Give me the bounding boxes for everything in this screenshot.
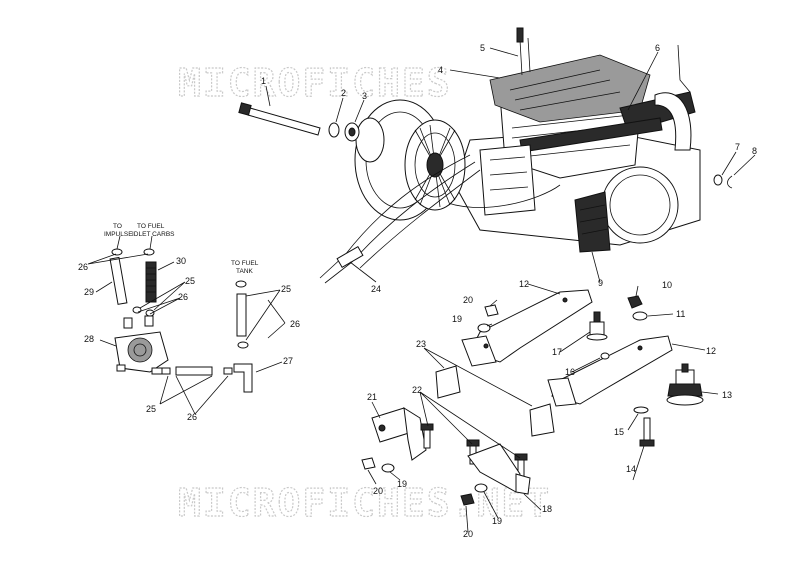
label-to-fuel-idlet-line2: IDLET CARBS [132, 231, 175, 238]
callout-19-left: 19 [397, 479, 407, 489]
part-7-nut [713, 174, 723, 186]
part-25-hose [175, 366, 213, 376]
callout-24: 24 [371, 284, 381, 294]
callout-29: 29 [84, 287, 94, 297]
part-30-ribbed-hose [145, 261, 157, 303]
callout-8: 8 [752, 146, 757, 156]
clamp-26-a [111, 248, 123, 256]
callout-12-lower: 12 [706, 346, 716, 356]
callout-26-top: 26 [78, 262, 88, 272]
part-19-washer-left [381, 463, 395, 473]
callout-20-upper: 20 [463, 295, 473, 305]
callout-5: 5 [480, 43, 485, 53]
part-10-nut [627, 295, 643, 309]
part-13-rubber-mount [666, 363, 704, 406]
part-2-washer [328, 122, 340, 138]
part-14-bolt [639, 417, 655, 447]
callout-21: 21 [367, 392, 377, 402]
callout-1: 1 [261, 76, 266, 86]
part-6-rod [677, 44, 691, 93]
fuel-lines [319, 154, 481, 284]
clamp-25-a [132, 306, 142, 314]
label-to-fuel-tank-line1: TO FUEL [231, 260, 259, 267]
part-15-washer [633, 406, 649, 414]
part-23-bracket-right [529, 403, 555, 437]
callout-18: 18 [542, 504, 552, 514]
callout-30: 30 [176, 256, 186, 266]
label-to-fuel-tank-line2: TANK [236, 268, 254, 275]
callout-22: 22 [412, 385, 422, 395]
part-1-bolt [238, 102, 321, 136]
part-20-nut-bottom [460, 493, 475, 506]
label-to-impulse-line2: IMPULSE [104, 231, 133, 238]
callout-25-tank: 25 [281, 284, 291, 294]
part-20-nut-left [361, 457, 376, 470]
callout-28: 28 [84, 334, 94, 344]
part-25-tank-hose [236, 293, 247, 337]
watermark-bottom: MICROFICHES.NET [178, 481, 551, 525]
clamp-26-b [143, 248, 155, 256]
callout-15: 15 [614, 427, 624, 437]
leader-lines [87, 47, 756, 533]
part-16-nut [600, 352, 610, 360]
callout-11: 11 [676, 309, 685, 319]
part-11-washer [632, 311, 648, 321]
part-19-washer-bottom [474, 483, 488, 493]
callout-25-hose: 25 [146, 404, 156, 414]
callout-20-bottom: 20 [463, 529, 473, 539]
callout-17: 17 [552, 347, 562, 357]
callout-13: 13 [722, 390, 732, 400]
watermark-top: MICROFICHES [178, 61, 452, 105]
clamp-25-b [145, 309, 155, 317]
part-27-elbow-fitting [233, 363, 253, 393]
callout-10: 10 [662, 280, 672, 290]
callout-16: 16 [565, 367, 575, 377]
callout-9: 9 [598, 278, 603, 288]
part-17-rubber-mount [586, 311, 608, 341]
callout-26-tank: 26 [290, 319, 300, 329]
label-to-fuel-idlet-line1: TO FUEL [137, 223, 165, 230]
label-to-impulse-line1: TO [113, 223, 122, 230]
callout-4: 4 [438, 65, 443, 75]
part-23-bracket-left [435, 365, 461, 399]
callout-27: 27 [283, 356, 293, 366]
callout-6: 6 [655, 43, 660, 53]
callout-14: 14 [626, 464, 636, 474]
callout-numbers: 1 2 3 4 5 6 7 8 9 10 11 12 12 13 14 15 1… [78, 43, 757, 539]
callout-26-hose: 26 [187, 412, 197, 422]
part-20-nut-upper [484, 304, 499, 317]
callout-20-left: 20 [373, 486, 383, 496]
callout-19-bottom: 19 [492, 516, 502, 526]
fuel-pump-assembly [114, 315, 169, 375]
callout-23: 23 [416, 339, 426, 349]
part-12-upper-bracket [461, 289, 593, 367]
callout-12-upper: 12 [519, 279, 529, 289]
part-8-clip [727, 175, 733, 189]
engine-assembly [407, 27, 701, 253]
callout-3: 3 [362, 91, 367, 101]
drive-clutch [354, 99, 466, 221]
part-18-bracket [467, 443, 531, 495]
callout-25-pump: 25 [185, 276, 195, 286]
destination-labels: TO IMPULSE TO FUEL IDLET CARBS TO FUEL T… [104, 223, 259, 275]
callout-7: 7 [735, 142, 740, 152]
part-21-bracket [371, 407, 427, 461]
callout-19-upper: 19 [452, 314, 462, 324]
part-12-lower-bracket [547, 335, 673, 407]
part-29-hose [109, 256, 128, 305]
callout-2: 2 [341, 88, 346, 98]
callout-26-pump: 26 [178, 292, 188, 302]
